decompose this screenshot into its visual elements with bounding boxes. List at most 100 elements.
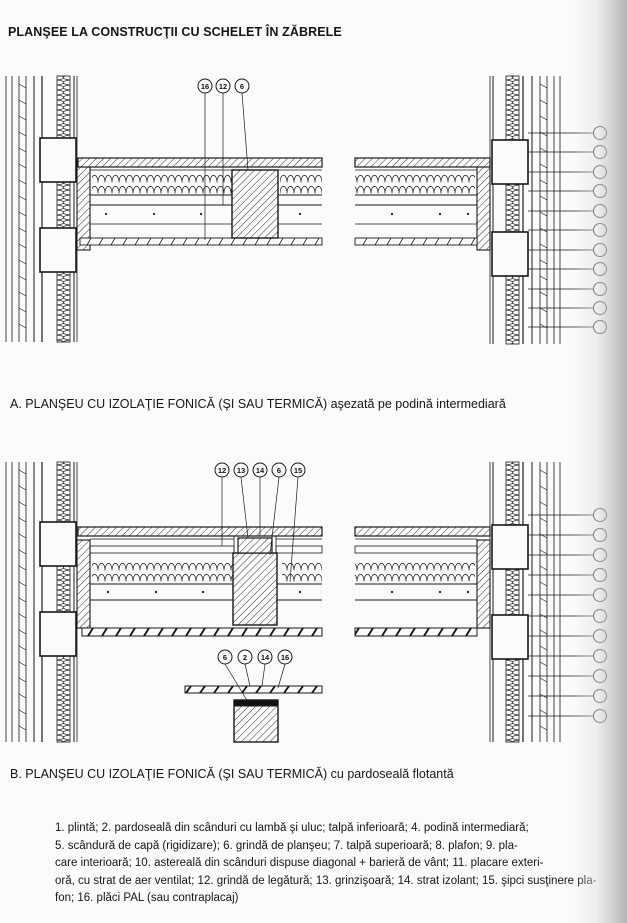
nail-dot <box>438 212 442 216</box>
floor-joist <box>232 552 278 626</box>
callout-label: 12 <box>218 466 226 475</box>
drawing-b-detail-callouts: 6 2 14 16 <box>217 649 293 703</box>
wall-insulation <box>56 461 71 743</box>
sleeper-batten <box>237 537 273 554</box>
cladding-batten-mark <box>539 147 548 153</box>
cladding-batten-mark <box>18 565 27 571</box>
ceiling-board <box>354 237 478 246</box>
callout-label: 14 <box>261 653 270 662</box>
cladding-batten-mark <box>539 195 548 201</box>
cladding-batten-mark <box>18 131 27 137</box>
cladding-batten-mark <box>539 259 548 265</box>
cladding-batten-mark <box>18 323 27 329</box>
callout-circle <box>217 649 233 665</box>
plate-block <box>39 521 77 567</box>
cladding-batten-mark <box>539 211 548 217</box>
cladding-batten-mark <box>18 179 27 185</box>
cladding-batten-mark <box>539 179 548 185</box>
nail-dot <box>298 212 302 216</box>
callout-leader <box>224 663 249 703</box>
callout-label: 12 <box>219 82 227 91</box>
cladding-batten-mark <box>18 291 27 297</box>
cladding-batten-mark <box>539 661 548 667</box>
callout-circle <box>215 78 231 94</box>
drawing-b-caption: B. PLANŞEU CU IZOLAŢIE FONICĂ (ŞI SAU TE… <box>10 767 454 781</box>
cladding-batten-mark <box>539 469 548 475</box>
cladding-batten-mark <box>18 99 27 105</box>
nail-dot <box>106 590 110 594</box>
nail-dot <box>298 590 302 594</box>
cladding-batten-mark <box>18 243 27 249</box>
callout-label: 15 <box>294 466 302 475</box>
cladding-batten-mark <box>539 645 548 651</box>
cladding-batten-mark <box>539 291 548 297</box>
cladding-batten-mark <box>18 259 27 265</box>
sound-insulation <box>282 560 322 582</box>
cladding-batten-mark <box>539 323 548 329</box>
nail-dot <box>201 590 205 594</box>
cladding-batten-mark <box>539 677 548 683</box>
cladding-batten-mark <box>539 131 548 137</box>
drawing-a-callouts: 16 12 6 <box>197 78 250 240</box>
wall-insulation <box>505 75 520 345</box>
callout-circle <box>233 462 249 478</box>
callout-circle <box>277 649 293 665</box>
cladding-batten-mark <box>18 597 27 603</box>
nail-dot <box>438 590 442 594</box>
legend: 1. plintă; 2. pardoseală din scânduri cu… <box>55 820 615 908</box>
legend-line: care interioară; 10. astereală din scând… <box>55 857 544 869</box>
floating-floor-boards <box>354 526 491 537</box>
cladding-batten-mark <box>18 581 27 587</box>
cladding-batten-mark <box>18 629 27 635</box>
rim-board <box>476 161 491 251</box>
insulating-layer <box>275 545 323 554</box>
cladding-batten-mark <box>539 517 548 523</box>
cladding-batten-mark <box>539 275 548 281</box>
rim-board <box>476 539 491 629</box>
cladding-batten-mark <box>539 597 548 603</box>
callout-label: 6 <box>223 653 227 662</box>
page-edge-shadow <box>572 0 627 923</box>
callout-label: 2 <box>243 653 247 662</box>
callout-leader <box>241 92 249 171</box>
cladding-batten-mark <box>18 485 27 491</box>
plate-block <box>491 524 529 570</box>
cladding-batten-mark <box>18 645 27 651</box>
cladding-batten-mark <box>18 725 27 731</box>
cladding-batten-mark <box>18 613 27 619</box>
insulating-layer <box>354 545 478 554</box>
rim-board <box>76 161 91 251</box>
joist-detail <box>233 699 279 743</box>
plate-block <box>39 137 77 183</box>
callout-circle <box>234 78 250 94</box>
floor-boards <box>77 157 323 168</box>
ceiling-board <box>354 627 478 637</box>
ceiling-board <box>81 627 323 637</box>
plate-block <box>39 611 77 657</box>
cladding-batten-mark <box>18 469 27 475</box>
cladding-batten-mark <box>539 485 548 491</box>
legend-line: 5. scândură de capă (rigidizare); 6. gri… <box>55 839 518 852</box>
sound-insulation <box>355 172 475 194</box>
cladding-batten-mark <box>539 725 548 731</box>
cladding-batten-mark <box>539 629 548 635</box>
cladding-batten-mark <box>18 195 27 201</box>
nail-dot <box>152 212 156 216</box>
callout-leader <box>269 476 280 556</box>
legend-line: oră, cu strat de aer ventilat; 12. grind… <box>55 874 597 887</box>
cladding-batten-mark <box>18 275 27 281</box>
cladding-batten-mark <box>18 83 27 89</box>
nail-dot <box>390 212 394 216</box>
rim-board <box>76 539 91 629</box>
legend-line: 1. plintă; 2. pardoseală din scânduri cu… <box>55 822 529 834</box>
cladding-batten-mark <box>18 211 27 217</box>
cladding-batten-mark <box>18 709 27 715</box>
callout-label: 16 <box>281 653 289 662</box>
cladding-batten-mark <box>18 307 27 313</box>
callout-leader <box>289 476 299 583</box>
sound-insulation <box>92 560 233 582</box>
cladding-batten-mark <box>539 581 548 587</box>
callout-leader <box>244 663 251 687</box>
plate-block <box>491 139 529 185</box>
